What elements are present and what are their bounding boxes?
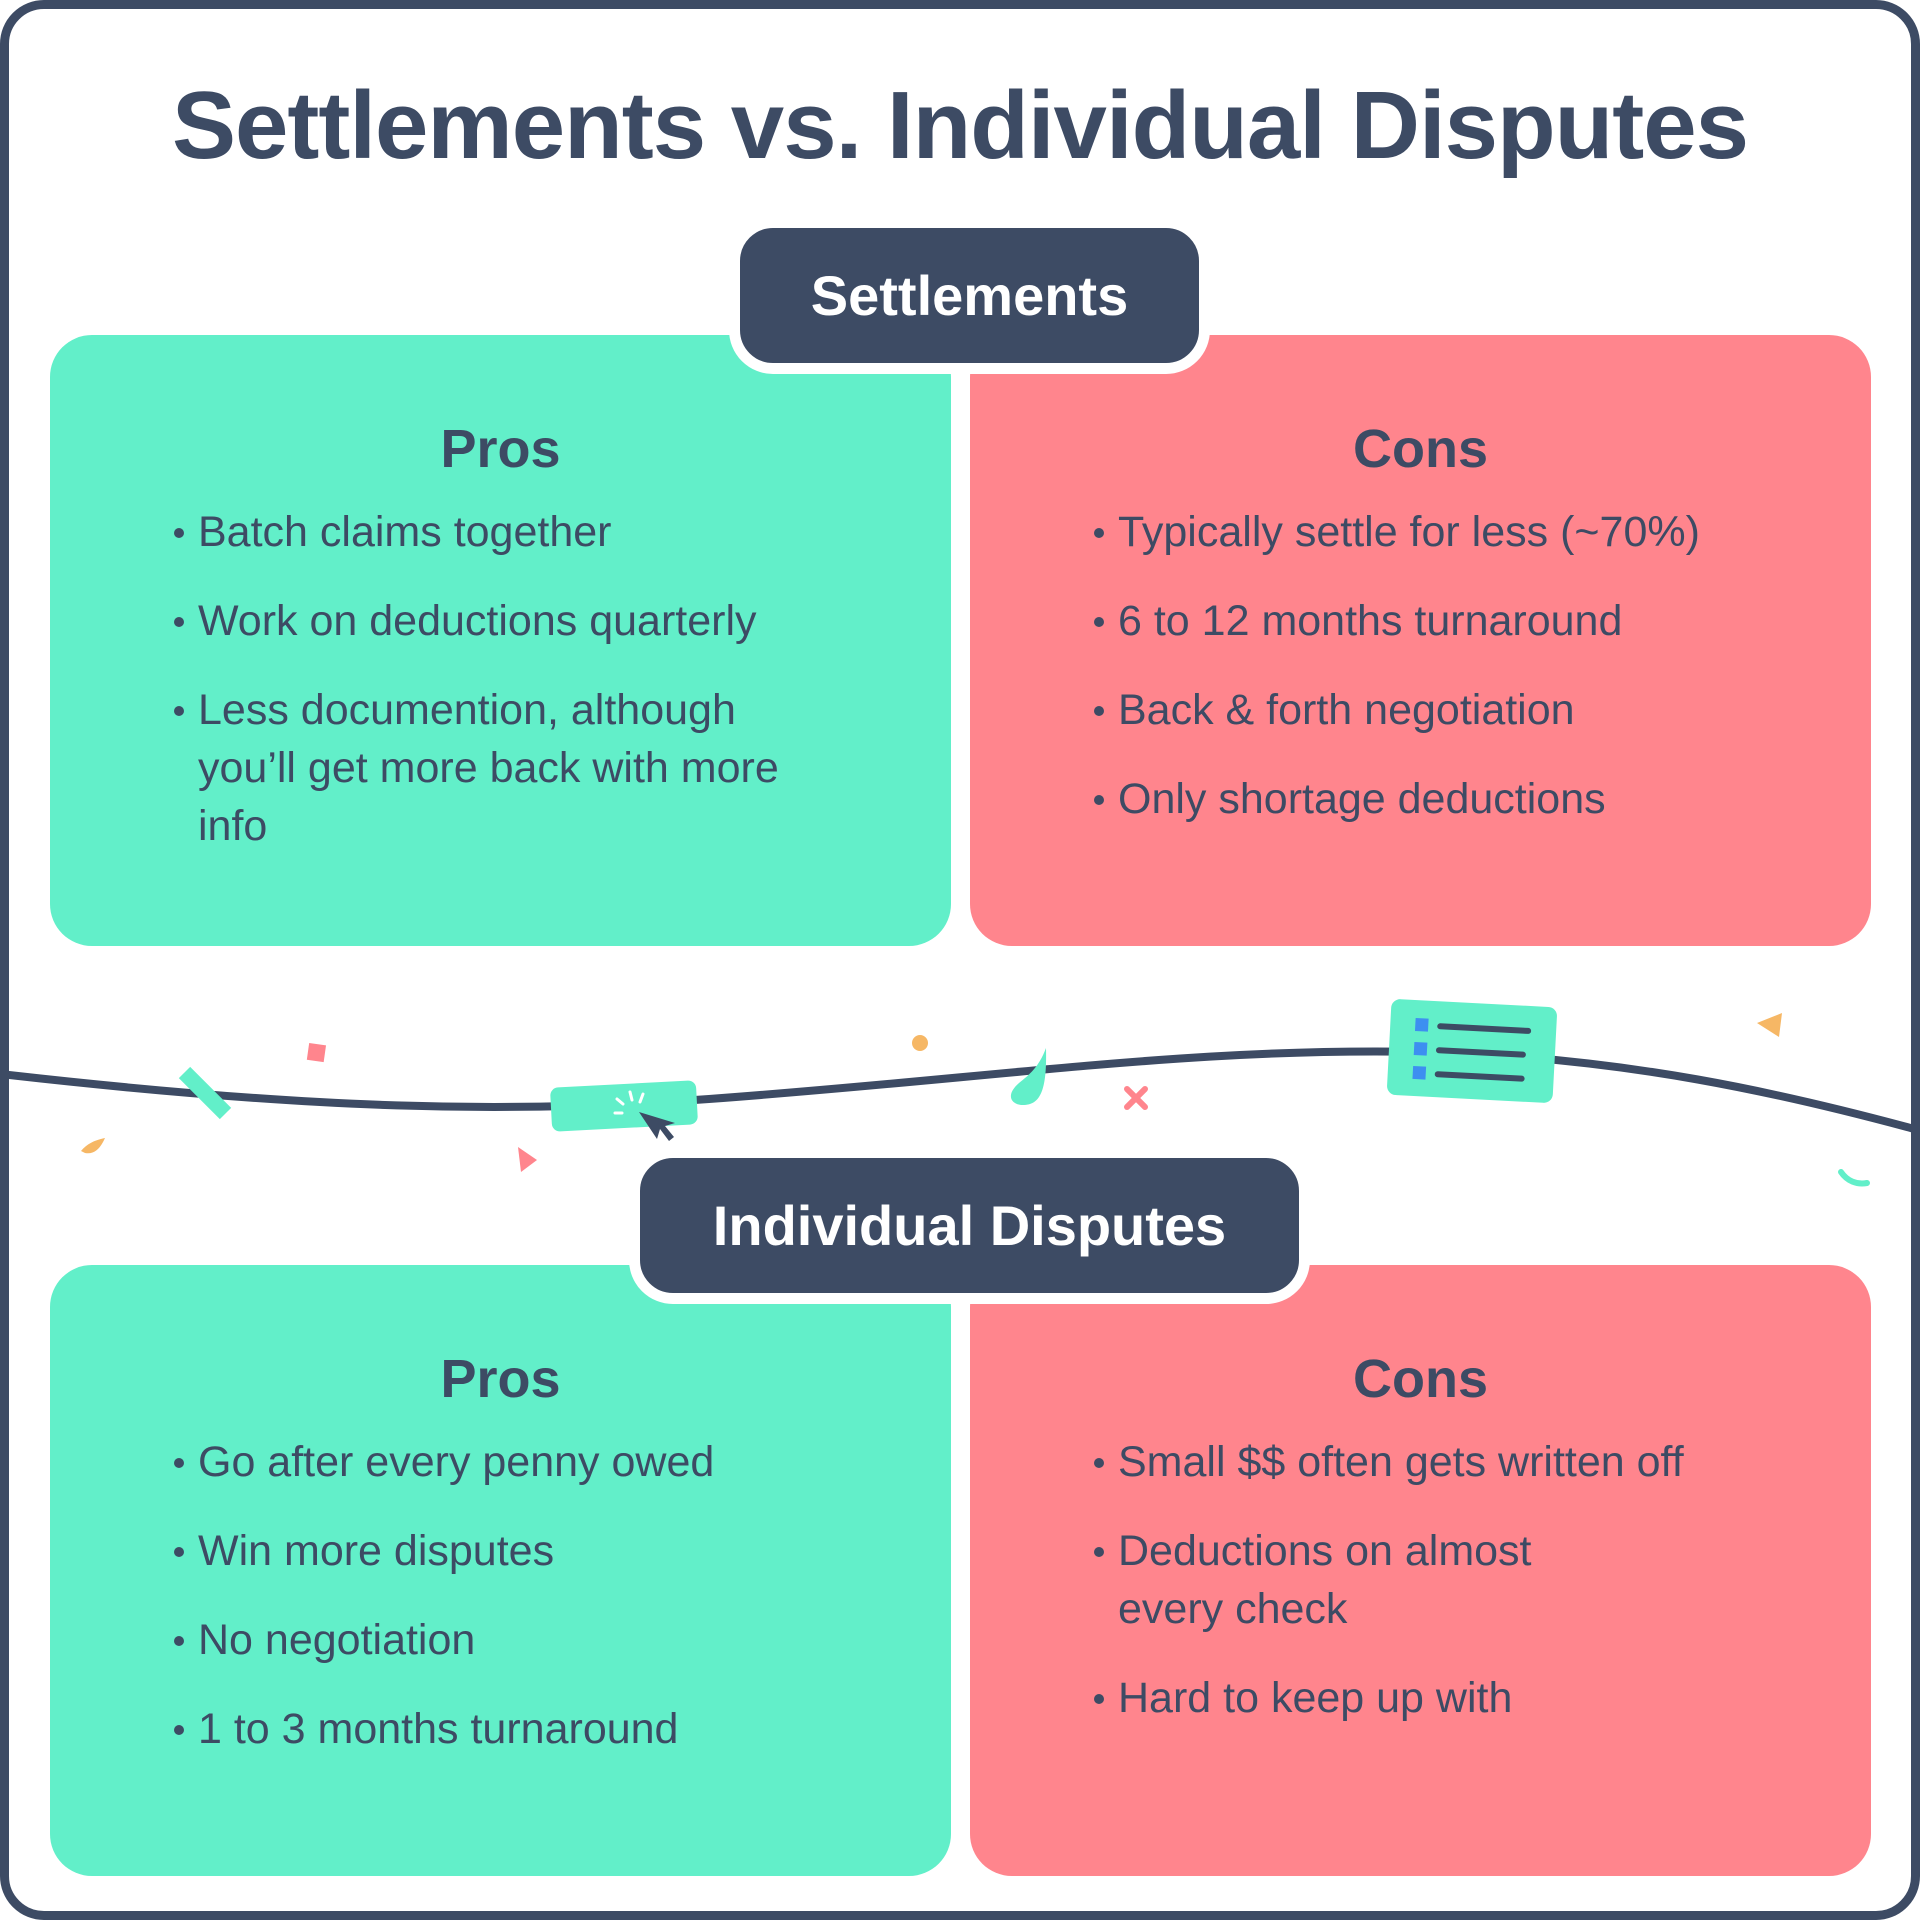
list-item: 6 to 12 months turnaround <box>1092 592 1832 650</box>
section-label-individual-disputes: Individual Disputes <box>629 1147 1310 1304</box>
page-title: Settlements vs. Individual Disputes <box>171 72 1749 179</box>
cursor-click-icon <box>550 1080 698 1141</box>
settlements-pros-heading: Pros <box>440 419 561 479</box>
list-item: Small $$ often gets written off <box>1092 1433 1832 1491</box>
list-item: Work on deductions quarterly <box>172 592 872 650</box>
settlements-pros-list: Batch claims together Work on deductions… <box>172 503 872 886</box>
individual-pros-panel: Pros Go after every penny owed Win more … <box>50 1265 951 1876</box>
confetti-icon <box>81 1013 1870 1187</box>
divider-wave-line <box>9 1047 1911 1133</box>
list-document-icon <box>1387 999 1557 1103</box>
settlements-pros-panel: Pros Batch claims together Work on deduc… <box>50 335 951 946</box>
settlements-cons-list: Typically settle for less (~70%) 6 to 12… <box>1092 503 1832 859</box>
list-item: Back & forth negotiation <box>1092 681 1832 739</box>
list-item: Batch claims together <box>172 503 872 561</box>
individual-pros-heading: Pros <box>440 1349 561 1409</box>
list-item: Go after every penny owed <box>172 1433 872 1491</box>
list-item: Deductions on almost every check <box>1092 1522 1638 1638</box>
list-item: Less documention, although you’ll get mo… <box>172 681 818 855</box>
individual-cons-heading: Cons <box>1353 1349 1488 1409</box>
list-item: 1 to 3 months turnaround <box>172 1700 872 1758</box>
list-item: Win more disputes <box>172 1522 872 1580</box>
settlements-cons-heading: Cons <box>1353 419 1488 479</box>
decorative-divider <box>9 999 1911 1187</box>
list-item: Only shortage deductions <box>1092 770 1832 828</box>
list-item: No negotiation <box>172 1611 872 1669</box>
individual-cons-list: Small $$ often gets written off Deductio… <box>1092 1433 1832 1758</box>
settlements-cons-panel: Cons Typically settle for less (~70%) 6 … <box>970 335 1871 946</box>
individual-pros-list: Go after every penny owed Win more dispu… <box>172 1433 872 1789</box>
section-label-settlements: Settlements <box>729 217 1210 374</box>
list-item: Typically settle for less (~70%) <box>1092 503 1832 561</box>
individual-cons-panel: Cons Small $$ often gets written off Ded… <box>970 1265 1871 1876</box>
list-item: Hard to keep up with <box>1092 1669 1832 1727</box>
